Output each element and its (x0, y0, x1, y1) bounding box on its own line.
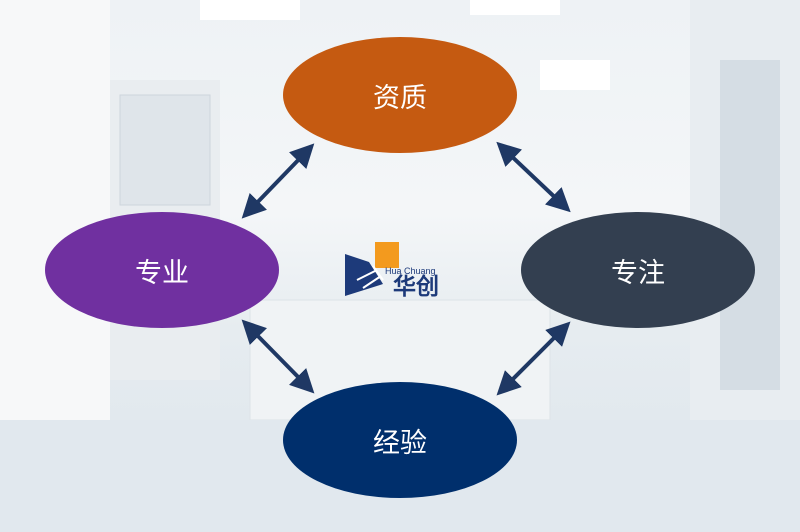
logo-latin: Hua Chuang (385, 266, 436, 276)
node-label: 经验 (373, 427, 427, 459)
node-label: 资质 (373, 82, 427, 114)
logo-mark-icon (345, 242, 399, 296)
node-qualification: 资质 (283, 37, 517, 153)
arrow-zhuanzhu-jingyan (496, 321, 571, 396)
node-experience: 经验 (283, 382, 517, 498)
huachuang-logo: Hua Chuang 华创 (343, 240, 463, 300)
node-label: 专业 (135, 257, 189, 289)
logo-chinese: 华创 (393, 274, 439, 300)
arrow-zizhi-zhuanzhu (496, 141, 571, 213)
arrow-zhuanye-jingyan (241, 319, 315, 394)
node-label: 专注 (611, 257, 665, 289)
node-professional: 专业 (45, 212, 279, 328)
arrow-zizhi-zhuanye (241, 143, 315, 219)
node-focus: 专注 (521, 212, 755, 328)
